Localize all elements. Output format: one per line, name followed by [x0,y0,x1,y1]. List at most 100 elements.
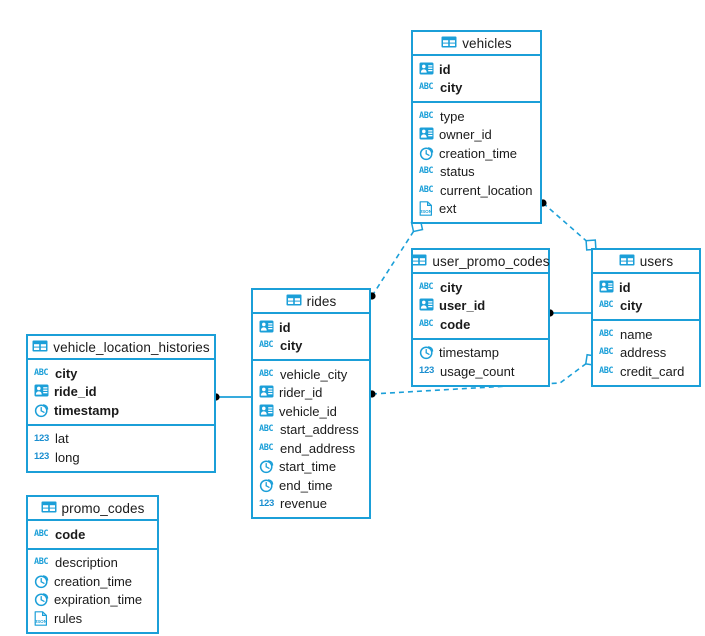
field-row-expiration_time[interactable]: expiration_time [28,591,157,610]
svg-text:JSON: JSON [35,619,48,624]
field-label: status [440,164,475,180]
abc-icon: ABC [419,184,434,195]
clock-icon [419,345,434,360]
field-label: owner_id [439,127,492,143]
field-row-user_id[interactable]: user_id [413,297,548,316]
field-row-end_time[interactable]: end_time [253,476,369,495]
field-row-id[interactable]: id [253,318,369,337]
entity-header-users[interactable]: users [593,250,699,274]
table-grid-icon [41,501,57,516]
field-label: description [55,555,118,571]
field-label: rider_id [279,385,323,401]
table-grid-icon [32,340,48,355]
relationship-vehicle_location_histories-to-rides[interactable] [212,393,251,401]
field-row-owner_id[interactable]: owner_id [413,126,540,145]
entity-header-user_promo_codes[interactable]: user_promo_codes [411,250,550,274]
id-card-icon [259,404,274,419]
field-row-start_time[interactable]: start_time [253,458,369,477]
field-label: end_address [280,440,356,456]
field-label: user_id [439,298,486,314]
field-row-ride_id[interactable]: ride_id [28,383,214,402]
field-row-creation_time[interactable]: creation_time [413,144,540,163]
table-grid-icon [441,36,457,51]
field-label: creation_time [439,145,518,161]
abc-icon: ABC [259,424,274,435]
relationship-user_promo_codes-to-users[interactable] [546,309,591,317]
field-label: vehicle_id [279,403,337,419]
abc-icon: ABC [419,82,434,93]
field-row-vehicle_id[interactable]: vehicle_id [253,402,369,421]
field-row-timestamp[interactable]: timestamp [28,401,214,420]
entity-title: rides [306,293,337,309]
field-row-end_address[interactable]: ABC end_address [253,439,369,458]
field-label: id [619,279,631,295]
field-label: timestamp [439,345,499,361]
abc-icon: ABC [419,281,434,292]
entity-header-vehicle_location_histories[interactable]: vehicle_location_histories [28,336,214,360]
clock-icon [34,592,49,607]
relationship-vehicles-to-users[interactable] [539,199,597,251]
field-row-rider_id[interactable]: rider_id [253,384,369,403]
field-row-timestamp[interactable]: timestamp [413,344,548,363]
field-row-city[interactable]: ABC city [413,278,548,297]
field-label: id [439,61,451,77]
field-label: city [280,338,303,354]
table-grid-icon [286,294,302,309]
field-label: id [279,319,291,335]
entity-header-promo_codes[interactable]: promo_codes [28,497,157,521]
field-label: rules [54,610,83,626]
svg-text:JSON: JSON [420,209,433,214]
field-label: long [55,449,80,465]
abc-icon: ABC [419,318,434,329]
clock-icon [34,574,49,589]
id-card-icon [259,385,274,400]
field-label: city [440,279,463,295]
entity-title: user_promo_codes [432,253,550,269]
field-row-rules[interactable]: JSON rules [28,609,157,628]
entity-header-vehicles[interactable]: vehicles [413,32,540,56]
field-row-id[interactable]: id [593,278,699,297]
entity-header-rides[interactable]: rides [253,290,369,314]
id-card-icon [419,127,434,142]
abc-icon: ABC [259,442,274,453]
field-row-creation_time[interactable]: creation_time [28,572,157,591]
abc-icon: ABC [599,300,614,311]
id-card-icon [259,320,274,335]
id-card-icon [34,384,49,399]
clock-icon [419,146,434,161]
field-row-id[interactable]: id [413,60,540,79]
json-file-icon: JSON [419,201,434,217]
